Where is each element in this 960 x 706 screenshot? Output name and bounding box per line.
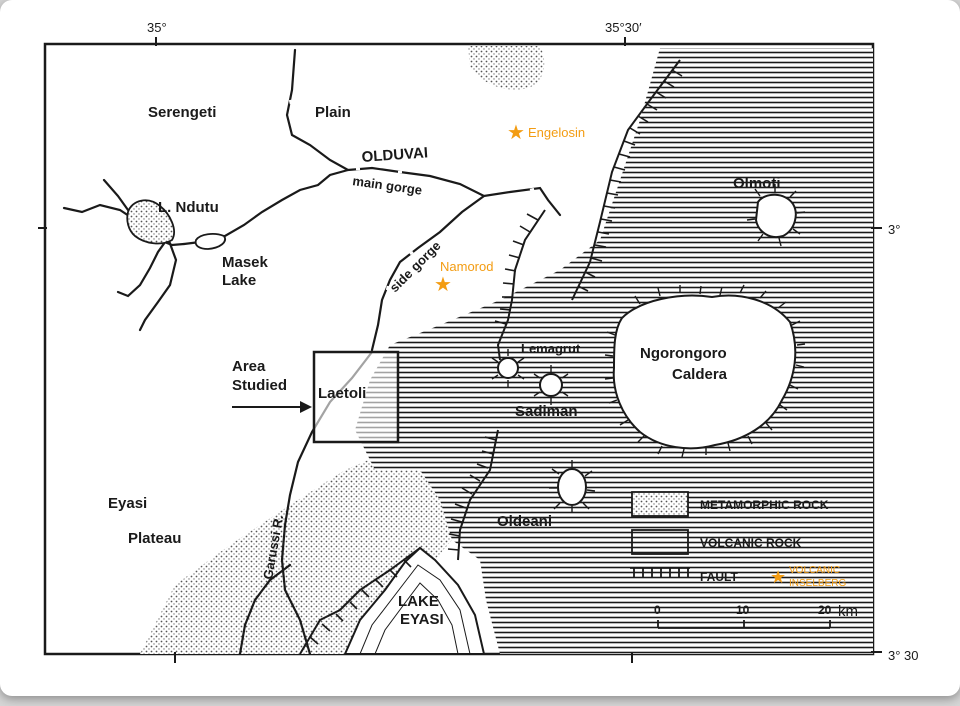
metamorphic-rock-area-north xyxy=(468,46,545,90)
legend-inselberg-label-line2: INSELBERG xyxy=(789,578,846,589)
label-area: Area xyxy=(232,358,266,375)
label-laetoli: Laetoli xyxy=(318,385,366,402)
legend-inselberg-star-icon: ★ xyxy=(770,567,786,587)
laetoli-study-area-box xyxy=(312,350,400,444)
lemagrut-crater xyxy=(497,357,519,379)
lat-3-label: 3° xyxy=(888,222,900,237)
scale-bar xyxy=(657,620,831,629)
label-sadiman: Sadiman xyxy=(515,403,578,420)
fault-ticks xyxy=(309,69,683,645)
label-studied: Studied xyxy=(232,377,287,394)
label-l-ndutu: L. Ndutu xyxy=(158,199,219,216)
legend-metamorphic-label: METAMORPHIC ROCK xyxy=(700,498,829,512)
label-plateau: Plateau xyxy=(128,530,181,547)
label-namorod: Namorod xyxy=(440,259,493,274)
label-lake-eyasi-line2: EYASI xyxy=(400,611,444,628)
legend-volcanic-swatch xyxy=(631,529,689,555)
engelosin-star-icon: ★ xyxy=(507,122,525,144)
label-masek: Masek xyxy=(222,254,269,271)
lake-eyasi xyxy=(343,546,486,654)
lake-eyasi-shoreline-inner xyxy=(374,582,459,654)
legend-fault-label: FAULT xyxy=(700,570,738,584)
lon-35-label: 35° xyxy=(147,20,167,35)
crater-rim-ticks xyxy=(491,184,806,513)
graticule-ticks xyxy=(38,37,882,663)
legend-metamorphic-swatch xyxy=(631,491,689,517)
label-lake: Lake xyxy=(222,272,256,289)
label-lake-eyasi-line1: LAKE xyxy=(398,593,439,610)
lat-3-30-label: 3° 30 xyxy=(888,648,919,663)
namorod-star-icon: ★ xyxy=(434,274,452,296)
label-olmoti: Olmoti xyxy=(733,175,781,192)
gorge-dash-markers xyxy=(288,99,535,291)
oldeani-crater xyxy=(557,468,587,506)
lake-eyasi-shoreline xyxy=(359,564,471,654)
scale-tick-0: 0 xyxy=(654,603,661,617)
lake-masek xyxy=(194,233,226,250)
label-olduvai: OLDUVAI xyxy=(361,144,428,166)
area-studied-arrow-head xyxy=(300,401,312,413)
scale-tick-10: 10 xyxy=(736,603,750,617)
label-engelosin: Engelosin xyxy=(528,125,585,140)
legend-inselberg-label-line1: VOLCANIC xyxy=(789,565,840,576)
label-serengeti: Serengeti xyxy=(148,104,216,121)
label-caldera: Caldera xyxy=(672,366,728,383)
label-eyasi: Eyasi xyxy=(108,495,147,512)
label-plain: Plain xyxy=(315,104,351,121)
sadiman-crater xyxy=(539,373,563,397)
scale-unit: km xyxy=(838,603,858,620)
ngorongoro-caldera xyxy=(612,294,797,450)
label-lemagrut: Lemagrut xyxy=(521,341,581,356)
lon-35-30-label: 35°30′ xyxy=(605,20,642,35)
legend-fault-symbol xyxy=(630,567,690,578)
olmoti-crater xyxy=(754,193,797,238)
lake-ndutu xyxy=(126,199,175,245)
fault-lines xyxy=(299,59,681,654)
scale-tick-20: 20 xyxy=(818,603,832,617)
label-oldeani: Oldeani xyxy=(497,513,552,530)
label-ngorongoro: Ngorongoro xyxy=(640,345,727,362)
legend: METAMORPHIC ROCK VOLCANIC ROCK FAULT ★ V… xyxy=(630,491,858,629)
legend-volcanic-label: VOLCANIC ROCK xyxy=(700,536,802,550)
